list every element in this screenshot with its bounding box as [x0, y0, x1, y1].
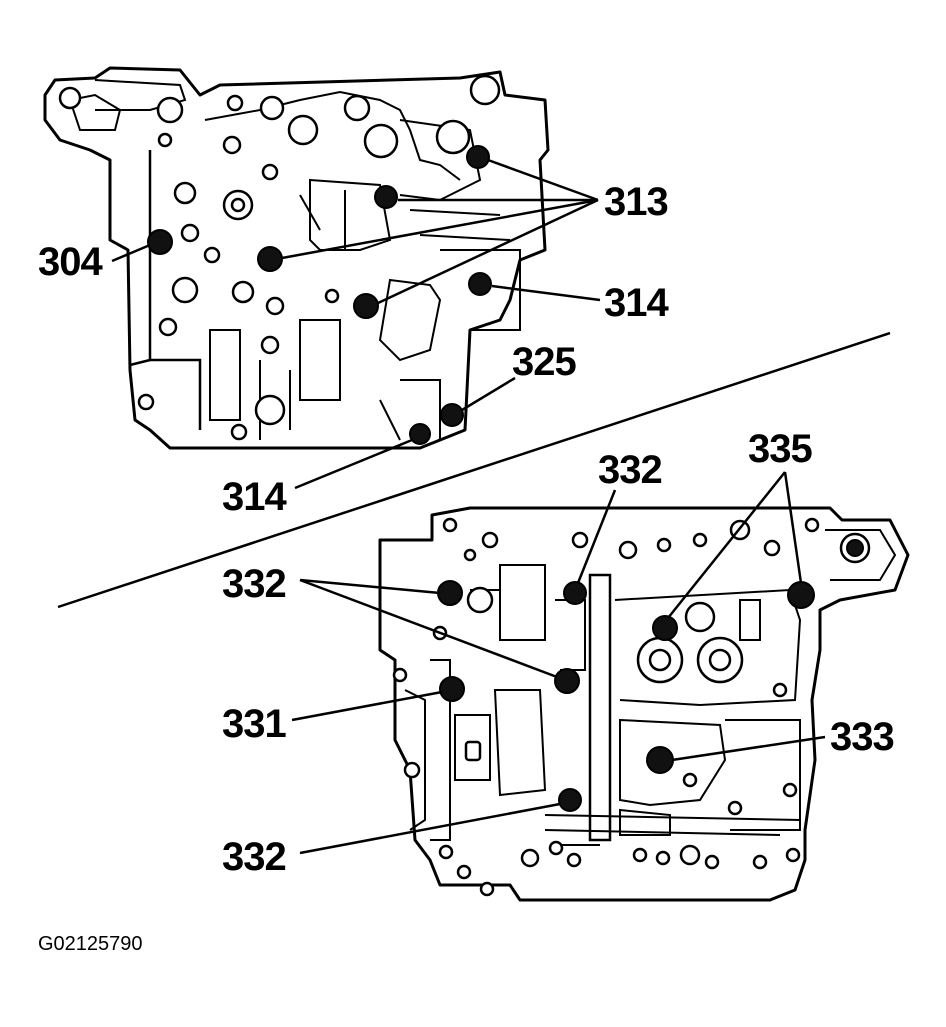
bolt-332-b [563, 581, 587, 605]
bolt-313-a [466, 145, 490, 169]
callout-332-bottom: 332 [222, 835, 286, 879]
leader-lines [111, 158, 826, 855]
callout-325: 325 [512, 340, 576, 384]
callout-314-upper: 314 [604, 281, 669, 325]
bolt-332-c [554, 668, 580, 694]
callout-331: 331 [222, 702, 286, 746]
bolt-304 [147, 229, 173, 255]
bolt-314-lower [409, 423, 431, 445]
bolt-332-d [558, 788, 582, 812]
callout-333: 333 [830, 715, 894, 759]
callout-314-lower: 314 [222, 475, 287, 519]
callout-332-left: 332 [222, 562, 286, 606]
callout-304: 304 [38, 240, 103, 284]
bolt-335-a [787, 581, 815, 609]
upper-valve-body [43, 66, 550, 450]
callout-335: 335 [748, 427, 812, 471]
bolt-314-upper [468, 272, 492, 296]
callout-313: 313 [604, 180, 668, 224]
callout-332-top: 332 [598, 448, 662, 492]
bolt-313-c [257, 246, 283, 272]
view-divider-line [57, 331, 891, 609]
bolt-335-b [652, 615, 678, 641]
bolt-313-d [353, 293, 379, 319]
figure-id: G02125790 [38, 933, 143, 955]
bolt-333 [646, 746, 674, 774]
bolt-325 [440, 403, 464, 427]
bolt-331 [439, 676, 465, 702]
lower-valve-body [378, 506, 910, 902]
bolt-332-a [437, 580, 463, 606]
bolt-313-b [374, 185, 398, 209]
